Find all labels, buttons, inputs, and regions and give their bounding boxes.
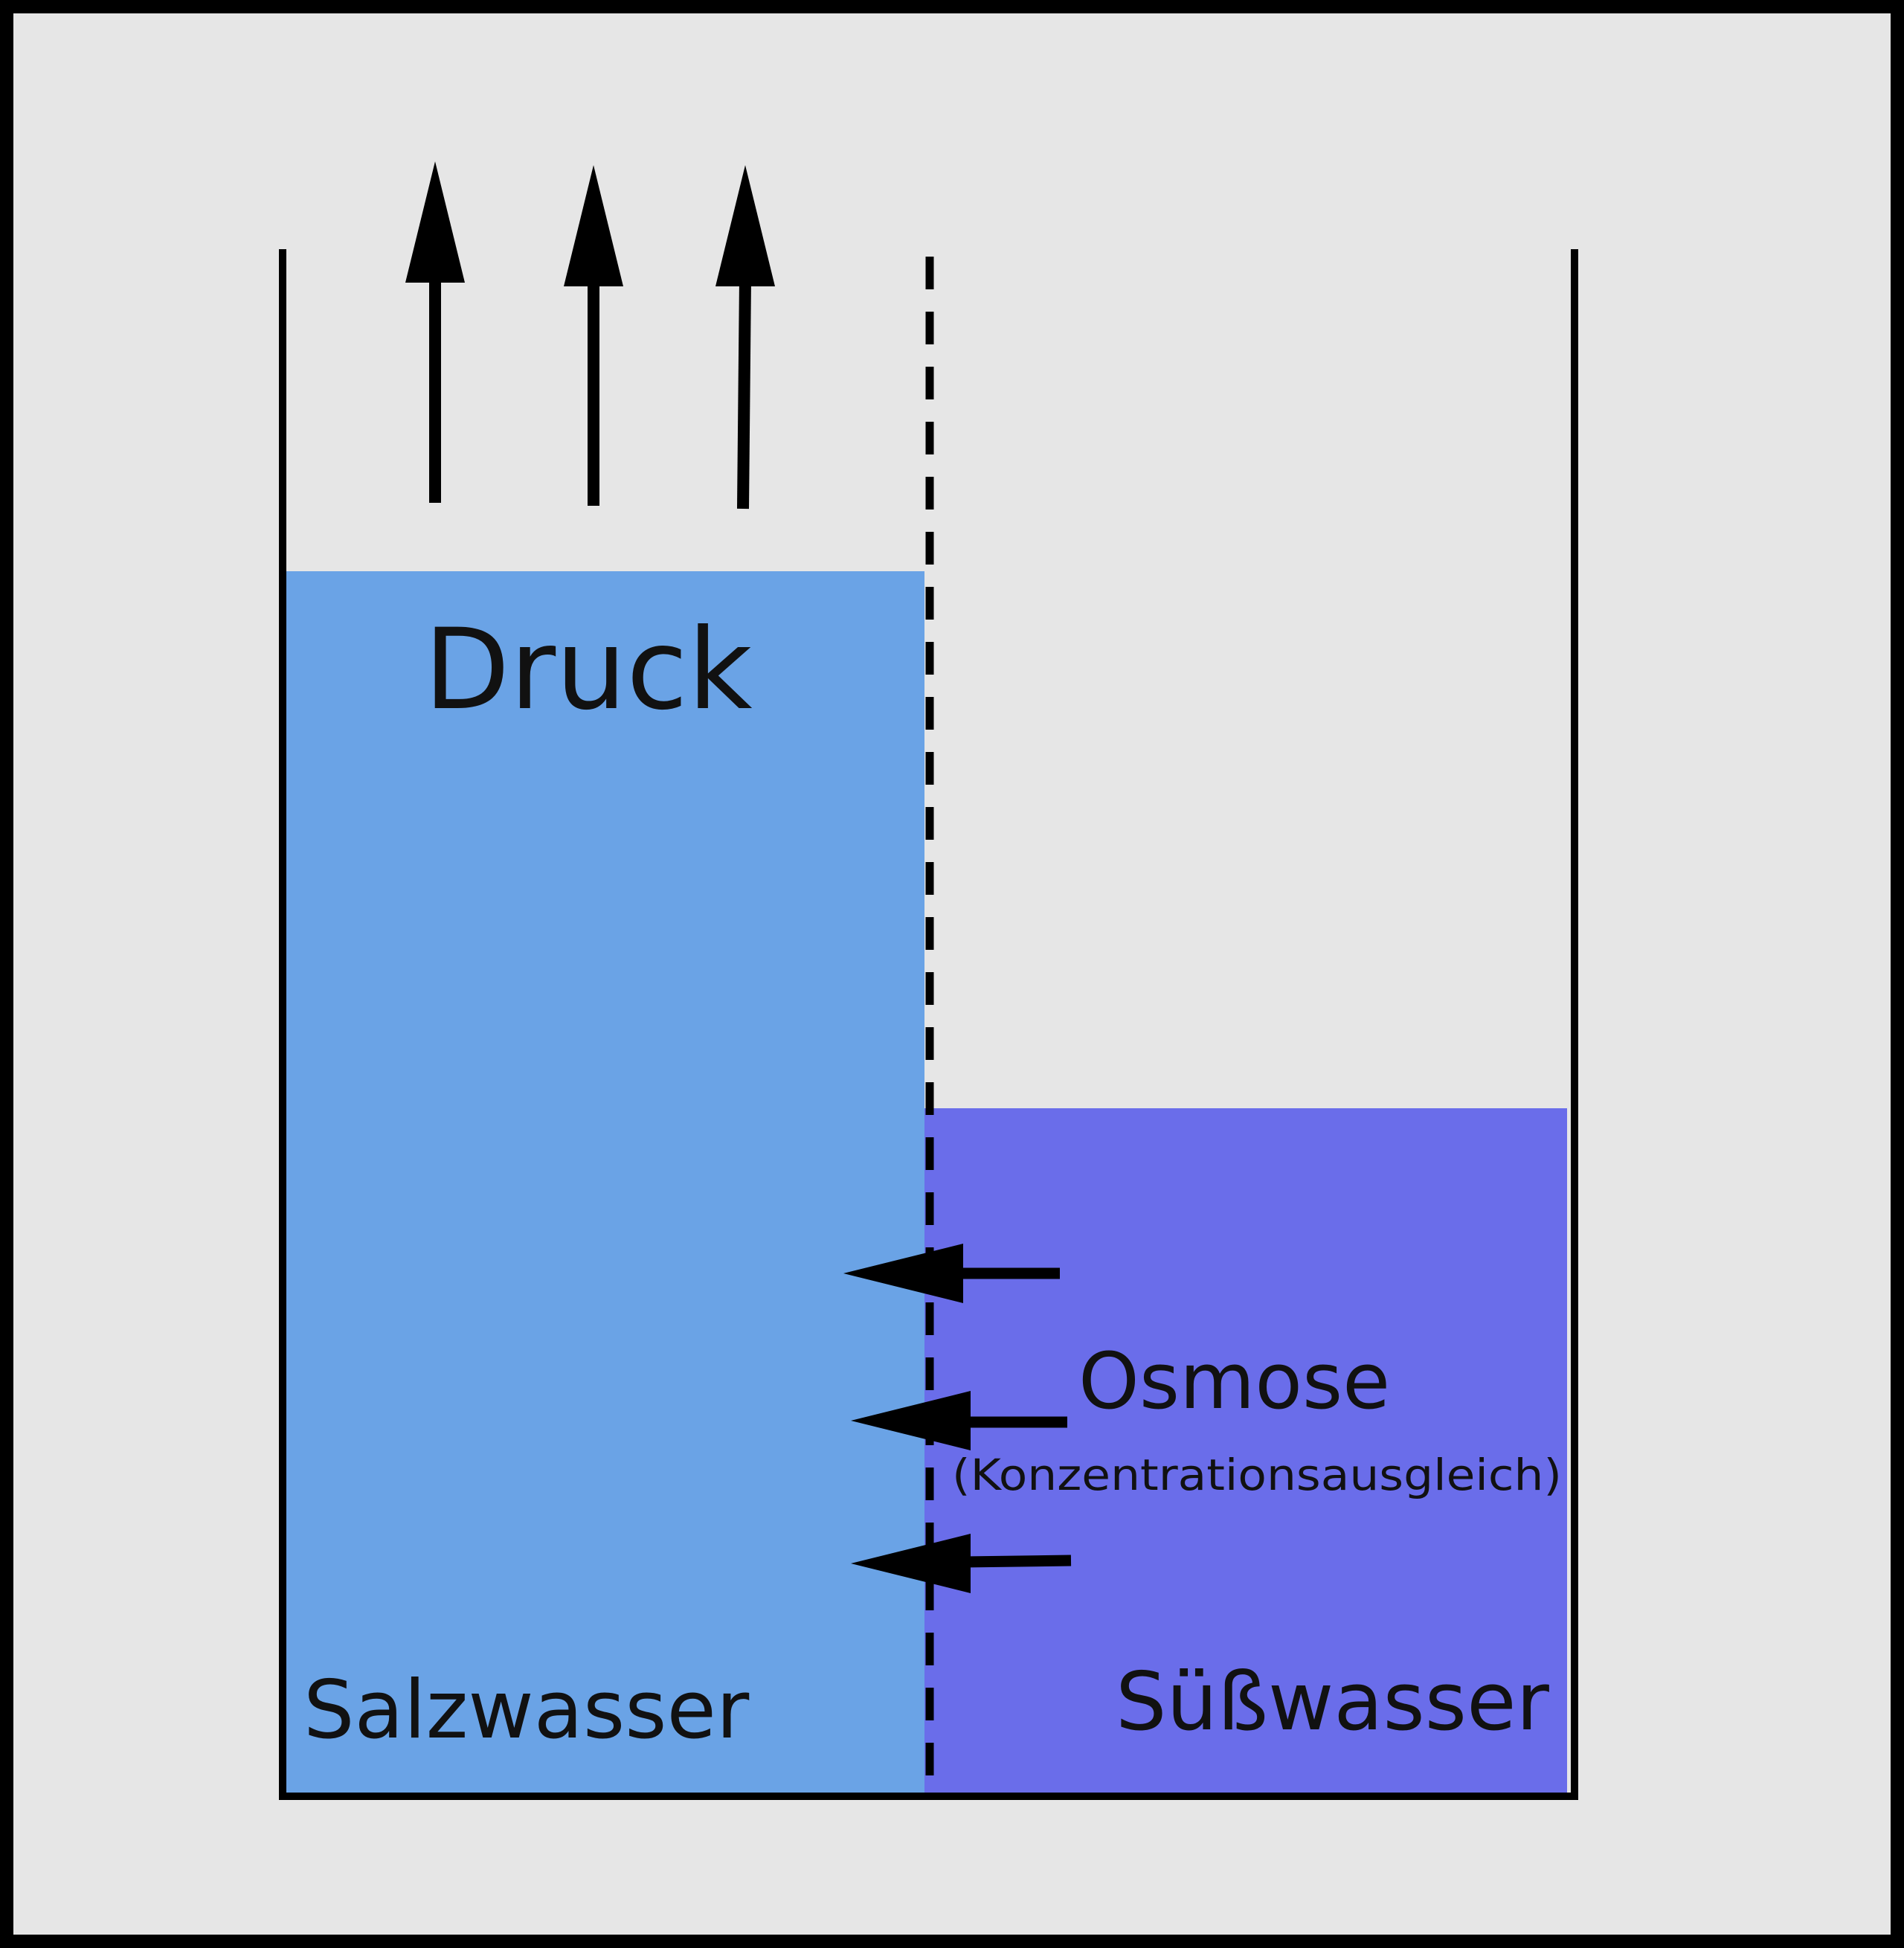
arrow-left-icon [843,1244,1060,1303]
arrow-up-icon [564,165,623,506]
arrow-left-icon [851,1391,1067,1450]
arrow-left-icon [851,1534,1072,1593]
osmosis-label: Osmose [1078,1336,1390,1427]
arrow-up-icon [715,165,775,509]
pressure-label: Druck [424,605,753,735]
pressure-arrows [405,161,775,509]
osmosis-arrows [843,1244,1072,1593]
arrow-up-icon [405,161,465,503]
fresh-water-label: Süßwasser [1116,1656,1550,1749]
salt-water-body [285,571,924,1793]
salt-water-label: Salzwasser [303,1664,750,1757]
fresh-water-body [924,1108,1567,1793]
osmosis-note-label: (Konzentrationsausgleich) [952,1450,1562,1500]
